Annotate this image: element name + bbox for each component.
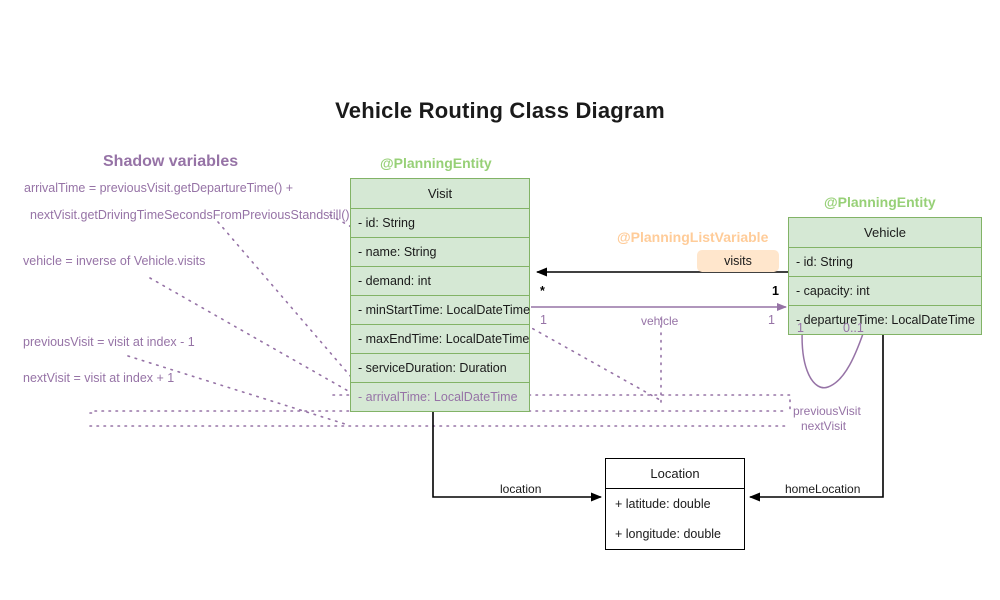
location-attr-longitude: + longitude: double (615, 527, 721, 541)
vehicle-stereotype: @PlanningEntity (824, 194, 936, 210)
vehicle-relation-label: vehicle (641, 314, 679, 328)
visits-badge[interactable]: visits (697, 250, 779, 272)
class-box-visit[interactable]: Visit - id: String - name: String - dema… (350, 178, 530, 412)
vehicle-attr-capacity: - capacity: int (789, 277, 981, 306)
shadow-note-vehicle: vehicle = inverse of Vehicle.visits (23, 254, 206, 268)
shadow-note-previous-visit: previousVisit = visit at index - 1 (23, 335, 195, 349)
page-title: Vehicle Routing Class Diagram (335, 98, 665, 123)
class-box-location[interactable]: Location + latitude: double + longitude:… (605, 458, 745, 550)
chain-target-multiplicity: 0..1 (843, 321, 864, 335)
location-relation-label: location (500, 482, 542, 496)
visit-attr-demand: - demand: int (351, 267, 529, 296)
visits-source-multiplicity: 1 (772, 284, 779, 298)
vehicle-attr-id: - id: String (789, 248, 981, 277)
visits-target-multiplicity: * (540, 284, 545, 298)
visit-attr-max-end-time: - maxEndTime: LocalDateTime (351, 325, 529, 354)
vehicle-target-multiplicity: 1 (768, 313, 775, 327)
visit-class-name: Visit (351, 179, 529, 209)
previous-visit-relation-label: previousVisit (793, 404, 861, 418)
visit-attr-name: - name: String (351, 238, 529, 267)
next-visit-relation-label: nextVisit (801, 419, 847, 433)
visit-attr-service-duration: - serviceDuration: Duration (351, 354, 529, 383)
chain-source-multiplicity: 1 (797, 321, 804, 335)
visit-attr-min-start-time: - minStartTime: LocalDateTime (351, 296, 530, 325)
shadow-note-arrival-time-1: arrivalTime = previousVisit.getDeparture… (24, 181, 294, 195)
location-attr-latitude: + latitude: double (615, 497, 711, 511)
shadow-note-arrival-time-2: nextVisit.getDrivingTimeSecondsFromPrevi… (30, 208, 350, 222)
home-location-relation-label: homeLocation (785, 482, 861, 496)
location-class-name: Location (606, 459, 744, 489)
class-box-vehicle[interactable]: Vehicle - id: String - capacity: int - d… (788, 217, 982, 335)
vehicle-class-name: Vehicle (789, 218, 981, 248)
shadow-variables-heading: Shadow variables (103, 153, 239, 170)
vehicle-source-multiplicity: 1 (540, 313, 547, 327)
vehicle-attr-departure-time: - departureTime: LocalDateTime (796, 313, 976, 327)
visits-stereotype: @PlanningListVariable (617, 229, 769, 245)
visit-attr-arrival-time: - arrivalTime: LocalDateTime (358, 390, 518, 404)
shadow-note-next-visit: nextVisit = visit at index + 1 (23, 371, 175, 385)
visit-stereotype: @PlanningEntity (380, 155, 492, 171)
visit-attr-id: - id: String (351, 209, 529, 238)
